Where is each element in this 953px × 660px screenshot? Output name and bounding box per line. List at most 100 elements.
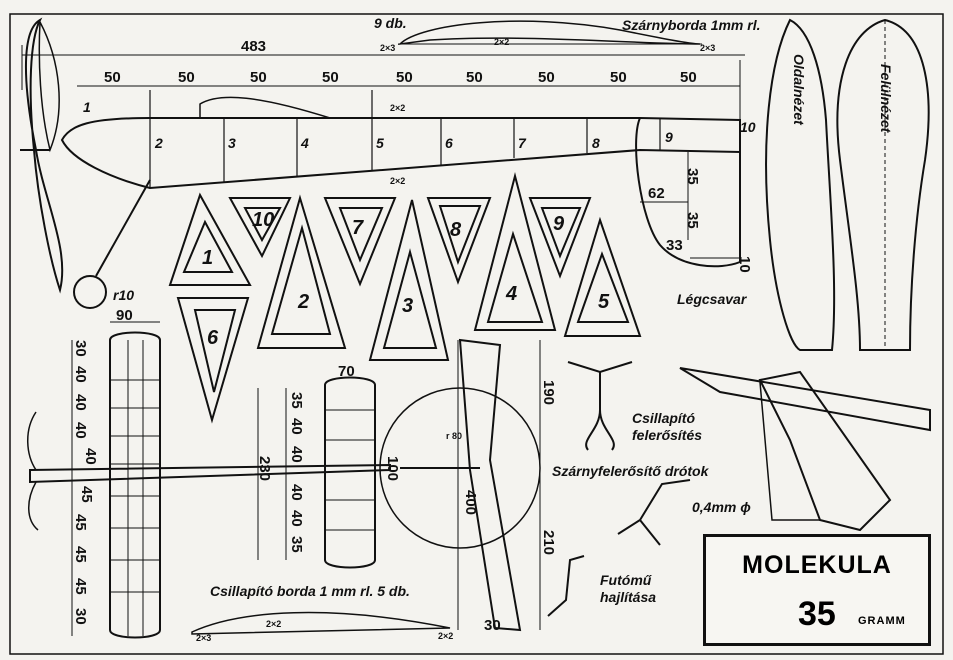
former-cut-number: 8 — [450, 219, 462, 241]
prop-dim: 33 — [666, 237, 683, 254]
former-cut-number: 9 — [553, 213, 565, 235]
wing-rib-right-spar: 2×3 — [700, 43, 716, 53]
stab-mount-drawing — [679, 367, 931, 432]
stab-rib-drawing — [191, 611, 451, 635]
propeller-blade-drawing — [25, 17, 64, 294]
dimension-lines — [21, 45, 745, 259]
landing-gear-label: Futómű hajlítása — [600, 572, 657, 605]
wire-size-label: 0,4mm ϕ — [692, 499, 751, 515]
stab-mount-label: Csillapító felerősítés — [632, 410, 703, 443]
stab-spacing: 40 — [288, 510, 305, 527]
former-number: 10 — [740, 119, 756, 135]
former-number: 5 — [376, 135, 384, 151]
wing-width: 90 — [116, 307, 133, 324]
former-cut-number: 7 — [352, 217, 364, 239]
sheet-border — [9, 13, 944, 655]
title-block: MOLEKULA 35 GRAMM — [703, 534, 931, 646]
wing-wires-label: Szárnyfelerősítő drótok — [552, 463, 709, 479]
wing-spacing: 40 — [72, 422, 89, 439]
wing-rib-left-spar: 2×3 — [380, 43, 396, 53]
former-cut-number: 10 — [252, 209, 275, 231]
bay-spacing: 50 — [610, 69, 627, 86]
formers-cutouts — [168, 172, 642, 424]
wing-spacing: 40 — [72, 394, 89, 411]
propeller-label: Légcsavar — [677, 291, 747, 307]
model-weight: 35 — [798, 595, 836, 633]
front-tip: 30 — [484, 617, 501, 634]
stab-spacing: 35 — [288, 392, 305, 409]
wing-spacing: 40 — [72, 366, 89, 383]
top-view-label: Felülnézet — [878, 64, 894, 133]
wheel-radius: r10 — [113, 287, 135, 303]
weight-unit: GRAMM — [858, 615, 906, 627]
blade-side-view-drawing — [765, 18, 836, 351]
bay-spacing: 50 — [538, 69, 555, 86]
wing-rib-mid-spar: 2×2 — [494, 37, 510, 47]
stab-spacing: 40 — [288, 446, 305, 463]
bay-spacing: 50 — [680, 69, 697, 86]
bay-spacing: 50 — [466, 69, 483, 86]
former-cut-number: 3 — [402, 295, 414, 317]
wing-spacing: 30 — [72, 608, 89, 625]
wing-spacing: 30 — [72, 340, 89, 357]
front-lower: 210 — [540, 530, 557, 556]
wing-plan-drawing — [109, 331, 161, 639]
former-number: 8 — [592, 135, 600, 151]
prop-dim: 35 — [684, 168, 701, 185]
model-title: MOLEKULA — [742, 551, 892, 579]
former-cut-number: 2 — [298, 291, 310, 313]
fuselage-top-drawing — [29, 463, 391, 484]
stab-spacing: 40 — [288, 484, 305, 501]
bay-spacing: 50 — [104, 69, 121, 86]
wing-rib-title: Szárnyborda 1mm rl. — [622, 17, 761, 33]
stab-plan-drawing — [324, 376, 376, 569]
former-cut-number: 1 — [202, 247, 214, 269]
bay-spacing: 50 — [250, 69, 267, 86]
stab-length: 230 — [256, 456, 273, 482]
top-stringer-size: 2×2 — [390, 103, 406, 113]
prop-dim: 62 — [648, 185, 665, 202]
wing-spacing: 45 — [72, 546, 89, 563]
stab-rib-left-spar: 2×3 — [196, 633, 212, 643]
former-cut-number: 5 — [598, 291, 610, 313]
front-height: 400 — [462, 490, 479, 516]
former-number: 3 — [228, 135, 236, 151]
former-number: 1 — [83, 99, 91, 115]
stab-width: 70 — [338, 363, 355, 380]
dihedral-radius: r 80 — [446, 431, 463, 441]
wing-rib-drawing — [397, 20, 701, 46]
landing-gear-drawing — [547, 555, 585, 617]
stab-rib-title: Csillapító borda 1 mm rl. 5 db. — [210, 583, 410, 599]
wing-wire-drawing — [567, 361, 633, 451]
prop-dim: 10 — [736, 256, 753, 273]
prop-dim: 35 — [684, 212, 701, 229]
blade-top-view-drawing — [836, 18, 930, 351]
wheel-drawing — [73, 275, 107, 309]
former-number: 7 — [518, 135, 526, 151]
stab-spacing: 40 — [288, 418, 305, 435]
former-cut-number: 4 — [506, 283, 518, 305]
stab-rib-mid-spar: 2×2 — [266, 619, 282, 629]
wing-spacing: 45 — [72, 578, 89, 595]
wing-spacing: 40 — [82, 448, 99, 465]
side-view-label: Oldalnézet — [791, 54, 807, 125]
front-upper: 190 — [540, 380, 557, 406]
front-view-drawing — [458, 338, 522, 632]
bay-spacing: 50 — [396, 69, 413, 86]
dihedral-spread: 100 — [384, 456, 401, 482]
former-number: 6 — [445, 135, 453, 151]
former-number: 9 — [665, 129, 673, 145]
stab-spacing: 35 — [288, 536, 305, 553]
wing-spacing: 45 — [78, 486, 95, 503]
bay-spacing: 50 — [322, 69, 339, 86]
wing-spacing: 45 — [72, 514, 89, 531]
bottom-stringer-size: 2×2 — [390, 176, 406, 186]
former-lines — [149, 90, 661, 188]
former-number: 2 — [155, 135, 163, 151]
wing-rib-count: 9 db. — [374, 15, 407, 31]
former-number: 4 — [301, 135, 309, 151]
bay-spacing: 50 — [178, 69, 195, 86]
stab-rib-right-spar: 2×2 — [438, 631, 454, 641]
fuselage-length: 483 — [241, 38, 267, 55]
